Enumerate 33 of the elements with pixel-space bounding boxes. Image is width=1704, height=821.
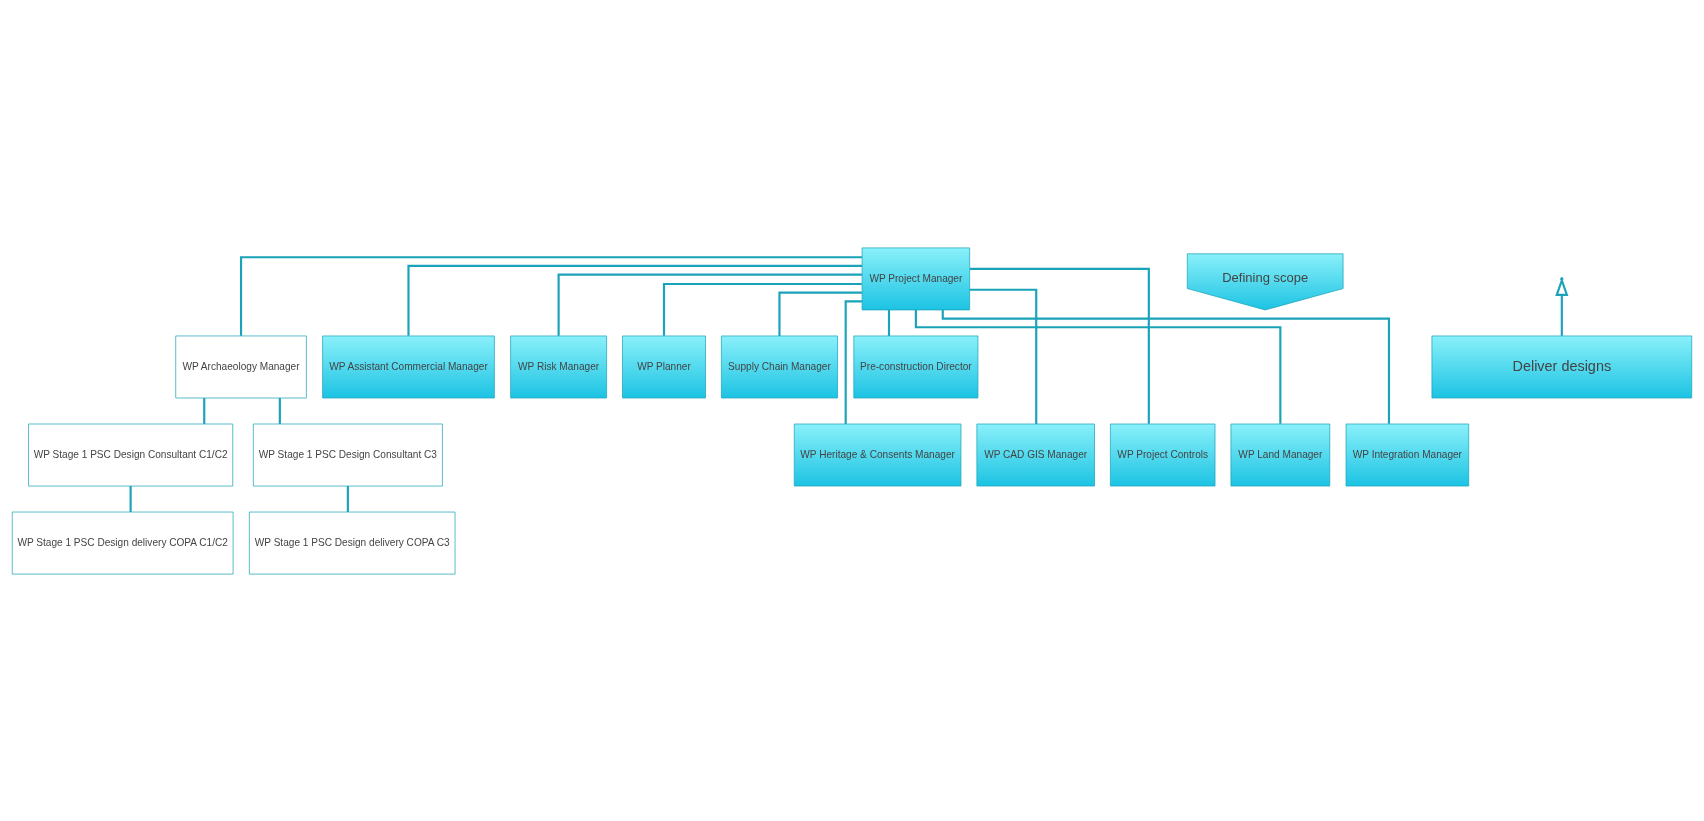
node-box: WP Stage 1 PSC Design delivery COPA C3 bbox=[249, 511, 456, 574]
node-box: WP Land Manager bbox=[1230, 423, 1331, 486]
node-box: WP Planner bbox=[622, 335, 706, 398]
node-box: WP Project Manager bbox=[861, 247, 970, 310]
connector bbox=[239, 255, 863, 336]
connector bbox=[887, 309, 891, 336]
connector bbox=[969, 267, 1150, 424]
node-box: Supply Chain Manager bbox=[721, 335, 838, 398]
connector bbox=[969, 288, 1038, 424]
node-box: WP Assistant Commercial Manager bbox=[322, 335, 495, 398]
connector bbox=[407, 264, 863, 336]
node-box: Deliver designs bbox=[1431, 335, 1693, 398]
node-box: WP Stage 1 PSC Design Consultant C3 bbox=[252, 423, 443, 486]
connector bbox=[941, 309, 1391, 424]
arrow bbox=[1555, 276, 1569, 336]
node-box: WP Heritage & Consents Manager bbox=[793, 423, 962, 486]
connector bbox=[203, 397, 206, 424]
node-box: Pre-construction Director bbox=[853, 335, 979, 398]
node-box: WP Stage 1 PSC Design Consultant C1/C2 bbox=[28, 423, 234, 486]
connector bbox=[662, 282, 862, 336]
node-box: WP CAD GIS Manager bbox=[976, 423, 1095, 486]
connector bbox=[278, 397, 281, 424]
node-box: WP Integration Manager bbox=[1345, 423, 1470, 486]
node-box: WP Risk Manager bbox=[510, 335, 607, 398]
connector bbox=[129, 485, 132, 512]
node-box: WP Archaeology Manager bbox=[175, 335, 307, 398]
connector bbox=[346, 485, 349, 512]
connector bbox=[778, 291, 862, 336]
connector bbox=[914, 309, 1282, 424]
connector bbox=[844, 299, 862, 424]
node-box: WP Project Controls bbox=[1110, 423, 1216, 486]
connector bbox=[557, 273, 862, 336]
node-box: WP Stage 1 PSC Design delivery COPA C1/C2 bbox=[11, 511, 234, 574]
